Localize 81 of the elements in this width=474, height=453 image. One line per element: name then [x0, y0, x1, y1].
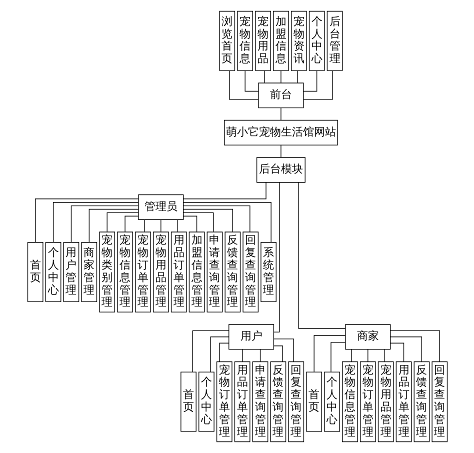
node-box: 用品订单管理: [170, 232, 186, 312]
connector: [330, 342, 346, 372]
connector: [383, 349, 384, 362]
connector: [313, 335, 346, 372]
node-box: 宠物用品管理: [152, 232, 168, 312]
connector: [182, 182, 266, 200]
connector: [241, 349, 242, 362]
node-box: 萌小它宠物生活馆网站: [224, 120, 338, 146]
connector: [298, 182, 346, 329]
connector: [160, 219, 161, 232]
node-box: 商家管理: [80, 242, 97, 302]
connector: [182, 202, 271, 243]
connector: [390, 342, 404, 362]
node-box: 加盟信息: [272, 10, 288, 71]
node-box: 用品订单管理: [395, 361, 412, 442]
node-box: 个人中心: [324, 372, 340, 432]
connector: [70, 205, 138, 243]
connector: [390, 330, 440, 362]
node-box: 宠物订单管理: [134, 232, 150, 312]
connector: [273, 346, 282, 362]
node-box: 个人中心: [308, 10, 324, 71]
connector: [124, 216, 138, 232]
node-box: 回复查询管理: [431, 361, 448, 442]
node-box: 用户: [228, 324, 274, 350]
connector: [192, 330, 229, 372]
connector: [390, 336, 422, 362]
node-box: 申请查询管理: [206, 232, 222, 312]
connector: [280, 144, 281, 158]
connector: [259, 349, 260, 362]
node-box: 宠物用品管理: [377, 361, 394, 442]
node-box: 浏览首页: [218, 10, 235, 71]
connector: [302, 70, 317, 92]
connector: [218, 342, 228, 362]
connector: [302, 70, 332, 100]
connector: [350, 349, 352, 362]
node-box: 申请查询管理: [252, 361, 268, 442]
node-box: 宠物订单管理: [216, 361, 232, 442]
node-box: 首页: [306, 372, 322, 432]
node-box: 宠物类别管理: [98, 232, 115, 312]
connector: [280, 70, 281, 84]
connector: [176, 219, 178, 232]
node-box: 回复查询管理: [288, 361, 304, 442]
node-box: 宠物资讯: [290, 10, 306, 71]
node-box: 管理员: [138, 194, 184, 220]
connector: [296, 70, 298, 84]
node-box: 用户管理: [62, 242, 79, 302]
connector: [280, 108, 281, 120]
node-box: 反馈查询管理: [270, 361, 286, 442]
connector: [273, 338, 294, 362]
connector: [210, 336, 229, 372]
node-box: 后台管理: [326, 10, 342, 71]
connector: [244, 70, 258, 92]
node-box: 加盟信息管理: [188, 232, 204, 312]
node-box: 个人中心: [198, 372, 214, 432]
connector: [34, 198, 138, 243]
connector: [182, 208, 233, 232]
node-box: 商家: [344, 324, 390, 350]
connector: [273, 182, 280, 332]
node-box: 反馈查询管理: [224, 232, 240, 312]
node-box: 宠物用品: [254, 10, 270, 71]
connector: [367, 349, 368, 362]
node-box: 反馈查询管理: [413, 361, 430, 442]
node-box: 回复查询管理: [242, 232, 258, 312]
connector: [228, 70, 258, 100]
node-box: 个人中心: [44, 242, 61, 302]
connector: [182, 212, 214, 232]
connector: [182, 216, 197, 232]
connector: [52, 202, 138, 243]
node-box: 前台: [258, 82, 304, 108]
node-box: 宠物信息管理: [116, 232, 132, 312]
connector: [182, 205, 250, 232]
node-box: 宠物信息: [236, 10, 253, 71]
node-box: 宠物订单管理: [359, 361, 376, 442]
node-box: 系统管理: [260, 242, 276, 302]
node-box: 用品订单管理: [234, 361, 250, 442]
node-box: 宠物信息管理: [342, 361, 358, 442]
node-box: 后台模块: [256, 157, 305, 183]
connector: [106, 212, 138, 232]
node-box: 首页: [180, 372, 196, 432]
node-box: 首页: [26, 242, 43, 302]
connector: [88, 208, 138, 243]
